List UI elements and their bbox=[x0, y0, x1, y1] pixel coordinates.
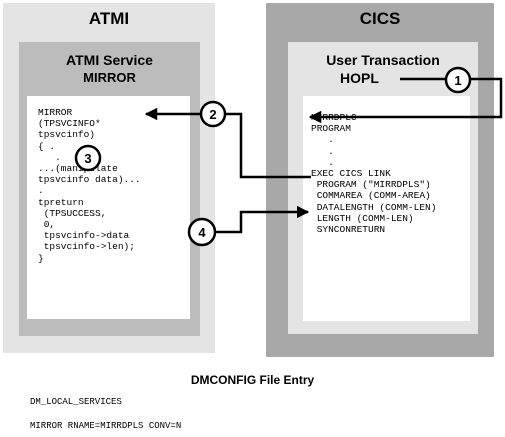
step-3-marker: 3 bbox=[74, 144, 102, 172]
atmi-service-code: MIRROR (TPSVCINFO* tpsvcinfo) { . . ...(… bbox=[38, 107, 141, 264]
dmconfig-line-2: MIRROR RNAME=MIRRDPLS CONV=N bbox=[30, 421, 182, 431]
user-transaction-name: HOPL bbox=[340, 70, 379, 86]
cics-title: CICS bbox=[359, 9, 401, 28]
dmconfig-title: DMCONFIG File Entry bbox=[190, 373, 315, 387]
step-3-label: 3 bbox=[84, 151, 91, 166]
arrow-step-1 bbox=[308, 77, 503, 124]
step-2-marker: 2 bbox=[199, 100, 227, 128]
step-4-label: 4 bbox=[198, 225, 206, 240]
arrow-step-4 bbox=[214, 205, 310, 234]
user-transaction-title: User Transaction bbox=[326, 52, 440, 68]
step-2-label: 2 bbox=[209, 107, 216, 122]
atmi-code-box bbox=[27, 96, 190, 319]
atmi-title: ATMI bbox=[88, 9, 130, 28]
step-4-marker: 4 bbox=[187, 217, 217, 247]
arrow-step-2 bbox=[144, 107, 311, 179]
step-1-marker: 1 bbox=[444, 66, 472, 94]
atmi-service-name: MIRROR bbox=[83, 70, 136, 85]
atmi-service-title: ATMI Service bbox=[66, 52, 153, 68]
dmconfig-line-1: DM_LOCAL_SERVICES bbox=[30, 397, 122, 407]
step-1-label: 1 bbox=[454, 73, 461, 88]
cics-code-box bbox=[303, 96, 470, 321]
